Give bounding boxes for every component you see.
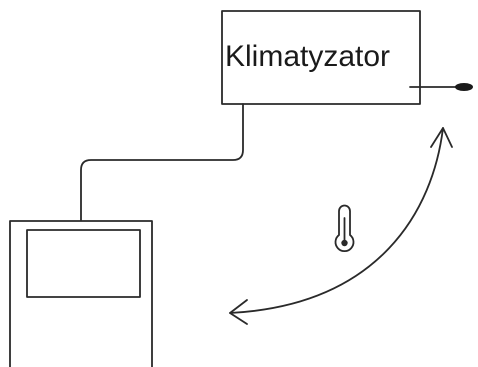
temperature-exchange-arrow [229, 127, 453, 325]
temperature-sensor-icon [409, 83, 473, 91]
thermometer-outline [334, 204, 355, 253]
arrow-head-bottom [229, 299, 248, 325]
air-conditioner-unit: Klimatyzator [221, 10, 421, 105]
controller-display [26, 229, 141, 298]
thermometer-icon [334, 204, 355, 253]
air-conditioner-box [221, 10, 421, 105]
arrow-curve [229, 127, 444, 314]
connection-cable [80, 103, 244, 221]
arrow-head-top [430, 127, 453, 148]
sensor-probe [455, 83, 473, 91]
thermometer-bulb [341, 239, 348, 247]
controller-body [9, 220, 153, 367]
wall-controller [9, 220, 153, 367]
air-conditioner-label: Klimatyzator [225, 40, 390, 73]
